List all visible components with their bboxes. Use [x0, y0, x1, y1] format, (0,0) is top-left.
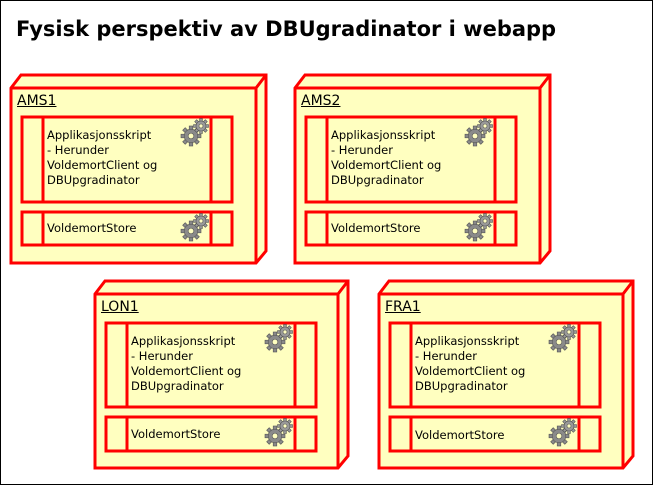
- store-component-text-ams1: VoldemortStore: [47, 221, 137, 235]
- app-component-text-ams1: Applikasjonsskript - Herunder VoldemortC…: [47, 128, 158, 187]
- node-label-ams2: AMS2: [301, 93, 341, 109]
- store-component-text-fra1: VoldemortStore: [415, 428, 505, 442]
- gear-icon: [548, 324, 577, 353]
- gear-icon: [264, 324, 293, 353]
- gear-icon: [464, 118, 493, 147]
- node-label-ams1: AMS1: [17, 93, 57, 109]
- app-component-text-lon1: Applikasjonsskript - Herunder VoldemortC…: [131, 334, 242, 393]
- node-label-fra1: FRA1: [385, 299, 421, 315]
- node-label-lon1: LON1: [101, 299, 139, 315]
- app-component-text-ams2: Applikasjonsskript - Herunder VoldemortC…: [331, 128, 442, 187]
- gear-icon: [464, 213, 493, 242]
- store-component-text-lon1: VoldemortStore: [131, 427, 221, 441]
- app-component-text-fra1: Applikasjonsskript - Herunder VoldemortC…: [415, 334, 526, 393]
- store-component-text-ams2: VoldemortStore: [331, 221, 421, 235]
- diagram-title: Fysisk perspektiv av DBUgradinator i web…: [16, 17, 557, 41]
- gear-icon: [180, 213, 209, 242]
- gear-icon: [264, 418, 293, 447]
- gear-icon: [180, 118, 209, 147]
- gear-icon: [548, 418, 577, 447]
